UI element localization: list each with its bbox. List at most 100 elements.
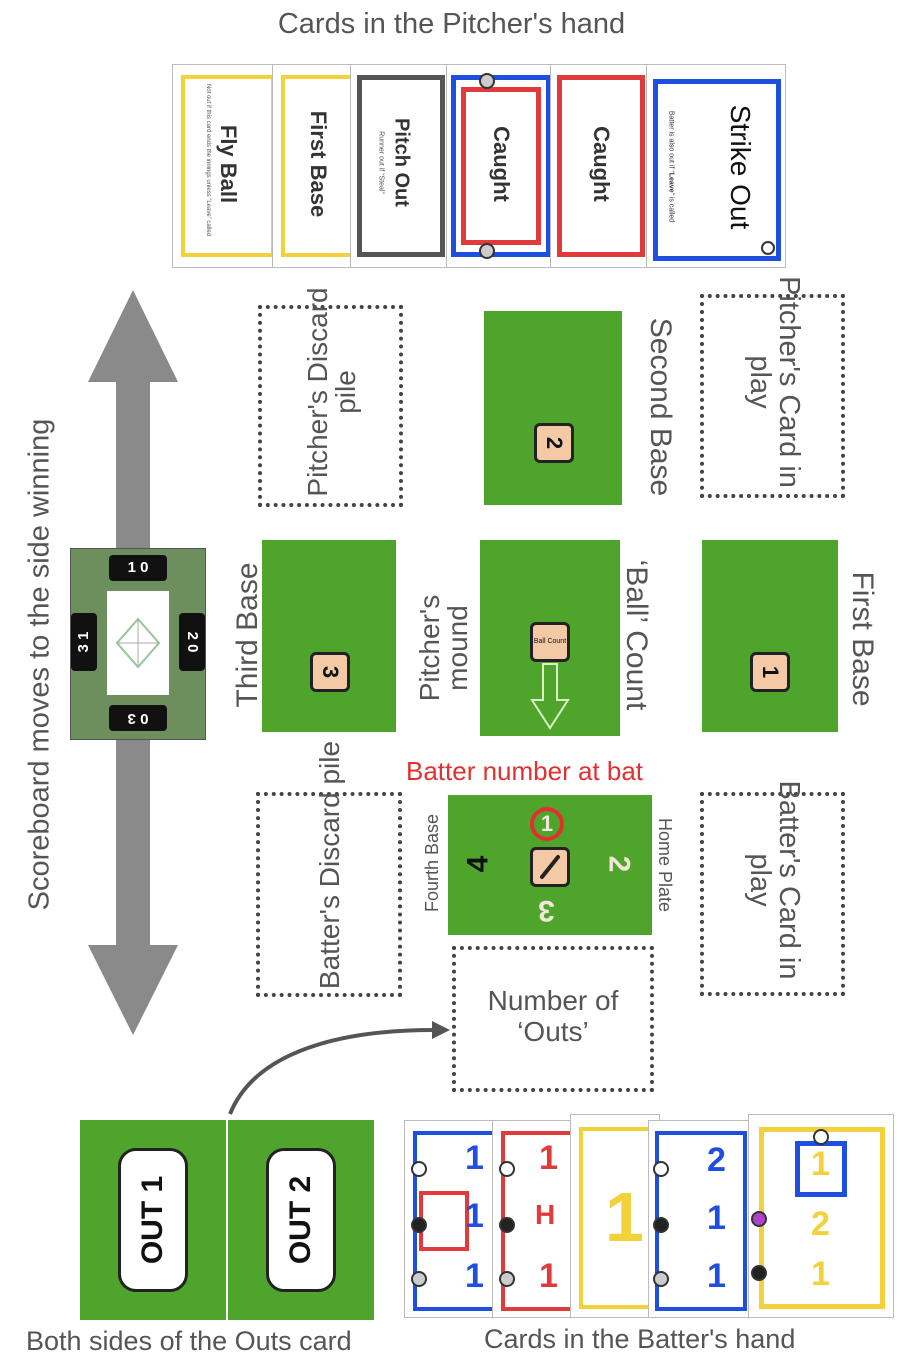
batter-hand-caption: Cards in the Batter's hand bbox=[484, 1324, 796, 1354]
second-base-label: Second Base bbox=[644, 317, 677, 497]
card-title: First Base bbox=[306, 110, 331, 218]
batter-number-caption: Batter number at bat bbox=[406, 756, 644, 786]
pitcher-card-strike-out[interactable]: Strike Out Batter is also out if “Leave”… bbox=[646, 64, 786, 268]
pitcher-card-fly-ball[interactable]: Fly Ball Not out if this card ends the i… bbox=[172, 64, 282, 268]
batter-value: 1 bbox=[465, 1257, 484, 1295]
diamond-icon bbox=[115, 617, 161, 669]
ball-icon bbox=[479, 73, 495, 89]
pitcher-card-caught-red[interactable]: Caught bbox=[550, 64, 650, 268]
home-plate: 1 4 2 3 bbox=[448, 795, 652, 935]
base-marker-icon bbox=[653, 1217, 669, 1233]
batter-value: 1 bbox=[465, 1197, 484, 1235]
baseball-icon bbox=[761, 241, 775, 255]
outs-pill-2: OUT 2 bbox=[266, 1148, 336, 1292]
pitchers-card-in-play-label: Pitcher's Card in play bbox=[744, 276, 805, 488]
batter-value: 1 bbox=[811, 1145, 830, 1183]
score-bottom: 0 3 bbox=[109, 705, 167, 731]
base-marker-icon bbox=[813, 1129, 829, 1145]
scoreboard-caption: Scoreboard moves to the side winning bbox=[23, 418, 56, 911]
batter-card-5[interactable]: 1 2 1 bbox=[748, 1114, 894, 1318]
bat-tile bbox=[530, 847, 570, 887]
card-note-bold: Leave bbox=[667, 172, 675, 193]
base-marker-icon bbox=[411, 1217, 427, 1233]
card-title: Strike Out bbox=[725, 104, 756, 230]
score-left: 3 1 bbox=[71, 613, 97, 671]
batter-card-1[interactable]: 1 1 1 bbox=[404, 1120, 500, 1318]
card-frame bbox=[655, 1131, 747, 1311]
card-frame bbox=[557, 75, 645, 257]
pitcher-card-pitch-out[interactable]: Pitch Out Runner out if “Steal” bbox=[350, 64, 450, 268]
base-marker-icon bbox=[653, 1161, 669, 1177]
base-marker-icon bbox=[499, 1217, 515, 1233]
purple-dot-icon bbox=[751, 1211, 767, 1227]
ball-count-tile: Ball Count bbox=[530, 622, 570, 662]
scoreboard: 1 0 0 3 3 1 2 0 bbox=[70, 548, 206, 740]
batter-value: 1 bbox=[707, 1257, 726, 1295]
pitchers-mound: Ball Count bbox=[480, 540, 620, 736]
batter-value: 1 bbox=[539, 1257, 558, 1295]
first-base-label: First Base bbox=[846, 571, 879, 707]
card-title: Fly Ball bbox=[216, 124, 241, 204]
double-arrow-icon bbox=[88, 290, 178, 1035]
third-base-tile: 3 bbox=[310, 652, 350, 692]
batters-discard-pile[interactable]: Batter's Discard pile bbox=[256, 741, 402, 997]
batter-value: 1 bbox=[811, 1255, 830, 1293]
batter-value: 1 bbox=[605, 1178, 644, 1256]
base-marker-icon bbox=[411, 1161, 427, 1177]
first-base-tile: 1 bbox=[750, 652, 790, 692]
base-marker-icon bbox=[411, 1271, 427, 1287]
card-frame bbox=[653, 79, 781, 261]
home-number-right: 2 bbox=[602, 855, 636, 873]
batter-card-4[interactable]: 2 1 1 bbox=[648, 1120, 752, 1318]
batter-value: 1 bbox=[539, 1139, 558, 1177]
batter-value: 2 bbox=[707, 1141, 726, 1179]
card-note: Not out if this card ends the innings un… bbox=[205, 83, 211, 237]
number-of-outs-label: Number of ‘Outs’ bbox=[487, 985, 619, 1047]
score-top: 1 0 bbox=[109, 555, 167, 581]
score-right: 2 0 bbox=[179, 613, 205, 671]
outs-pill-1: OUT 1 bbox=[118, 1148, 188, 1292]
card-title: Caught bbox=[489, 126, 514, 202]
pitcher-hand-caption: Cards in the Pitcher's hand bbox=[277, 8, 626, 40]
batters-card-in-play-label: Batter's Card in play bbox=[744, 780, 805, 980]
fourth-base-label: Fourth Base bbox=[422, 813, 442, 913]
batter-value: 1 bbox=[465, 1139, 484, 1177]
pitchers-mound-label: Pitcher's mound bbox=[414, 594, 473, 702]
pitchers-discard-label: Pitcher's Discard pile bbox=[302, 287, 361, 497]
home-number-left: 4 bbox=[461, 855, 495, 873]
outs-label-2: OUT 2 bbox=[284, 1175, 318, 1265]
card-note-post: ” is called bbox=[667, 192, 675, 223]
curved-arrow-icon bbox=[228, 1021, 450, 1115]
card-note-pre: Batter is also out if “ bbox=[667, 110, 675, 173]
card-note: Batter is also out if “Leave” is called bbox=[668, 82, 675, 252]
base-marker-icon bbox=[499, 1161, 515, 1177]
batters-card-in-play[interactable]: Batter's Card in play bbox=[700, 781, 845, 996]
pitchers-card-in-play[interactable]: Pitcher's Card in play bbox=[700, 276, 845, 498]
card-title: Caught bbox=[589, 126, 614, 202]
down-arrow-icon bbox=[530, 663, 570, 730]
pitcher-card-caught-blue[interactable]: Caught bbox=[446, 64, 554, 268]
batter-number-tile: 1 bbox=[530, 807, 564, 841]
home-plate-label: Home Plate bbox=[655, 817, 675, 913]
base-marker-icon bbox=[653, 1271, 669, 1287]
pitcher-hand: Fly Ball Not out if this card ends the i… bbox=[172, 64, 786, 268]
pitchers-discard-pile[interactable]: Pitcher's Discard pile bbox=[258, 287, 403, 507]
number-of-outs[interactable]: Number of ‘Outs’ bbox=[452, 946, 654, 1092]
card-frame bbox=[357, 75, 445, 257]
base-marker-icon bbox=[499, 1271, 515, 1287]
batter-card-3[interactable]: 1 bbox=[570, 1114, 660, 1318]
batter-value: H bbox=[535, 1199, 556, 1230]
second-base: 2 bbox=[484, 311, 622, 505]
home-number-bottom: 3 bbox=[538, 894, 555, 927]
pitcher-card-first-base[interactable]: First Base bbox=[272, 64, 362, 268]
card-inner-frame bbox=[419, 1191, 469, 1251]
batter-value: 2 bbox=[811, 1205, 830, 1243]
outs-card-side-1[interactable]: OUT 1 bbox=[80, 1120, 226, 1320]
batter-card-2[interactable]: 1 H 1 bbox=[492, 1120, 584, 1318]
card-note: Runner out if “Steal” bbox=[377, 131, 385, 194]
ball-icon bbox=[479, 243, 495, 259]
outs-card-side-2[interactable]: OUT 2 bbox=[228, 1120, 374, 1320]
outs-label-1: OUT 1 bbox=[136, 1175, 170, 1265]
batter-value: 1 bbox=[707, 1199, 726, 1237]
second-base-tile: 2 bbox=[534, 423, 574, 463]
